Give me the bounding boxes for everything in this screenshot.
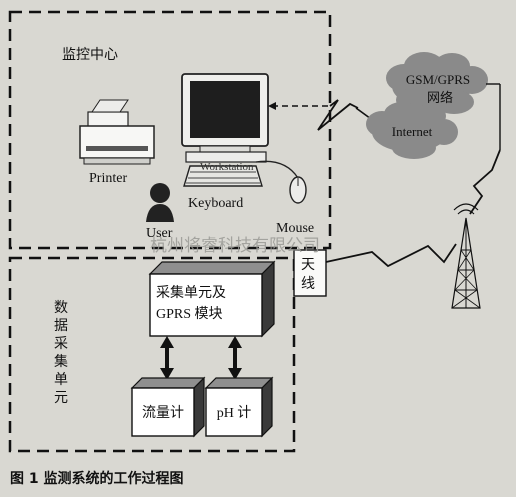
monitoring-center-label: 监控中心	[62, 47, 118, 63]
svg-text:采: 采	[54, 336, 68, 352]
radio-tower-icon	[451, 203, 481, 309]
flowmeter-box	[130, 376, 206, 438]
svg-text:数: 数	[54, 300, 68, 316]
antenna-label-2: 线	[301, 276, 315, 292]
watermark-text: 杭州将睿科技有限公司	[150, 236, 320, 256]
gsm-gprs-label-line1: GSM/GPRS	[406, 72, 470, 87]
workstation-label: Workstation	[200, 161, 254, 173]
network-tower-link	[469, 83, 501, 215]
mouse-icon	[255, 160, 307, 204]
antenna-box	[293, 249, 327, 297]
ph-meter-box	[204, 376, 274, 438]
svg-text:元: 元	[54, 390, 68, 406]
printer-icon	[79, 99, 155, 165]
mouse-label: Mouse	[276, 221, 314, 236]
printer-label: Printer	[89, 171, 127, 186]
gsm-gprs-label-line2: 网络	[427, 90, 453, 106]
antenna-label-1: 天	[301, 257, 315, 273]
svg-text:单: 单	[54, 372, 68, 388]
svg-text:集: 集	[54, 353, 68, 370]
svg-text:据: 据	[54, 318, 68, 334]
user-icon	[146, 183, 174, 222]
module-label-line2: GPRS 模块	[156, 306, 223, 322]
internet-label: Internet	[392, 124, 433, 139]
keyboard-label: Keyboard	[188, 196, 243, 211]
flowmeter-label: 流量计	[142, 405, 184, 421]
module-flowmeter-arrow	[160, 336, 174, 380]
collection-unit-label: 数 据 采 集 单 元	[54, 300, 68, 406]
gsm-gprs-cloud	[386, 52, 488, 114]
ph-meter-label: pH 计	[217, 405, 252, 421]
user-label: User	[146, 226, 173, 241]
figure-caption: 图 1 监测系统的工作过程图	[10, 470, 184, 487]
workstation-icon	[181, 73, 269, 163]
collection-unit-frame	[8, 256, 296, 453]
module-ph-meter-arrow	[228, 336, 242, 380]
monitoring-center-frame	[8, 10, 332, 250]
internet-cloud	[366, 102, 458, 159]
keyboard-icon	[183, 165, 263, 187]
collection-module-box	[148, 260, 276, 338]
antenna-tower-link	[325, 243, 457, 268]
workstation-network-link	[268, 99, 379, 131]
module-label-line1: 采集单元及	[156, 284, 226, 301]
